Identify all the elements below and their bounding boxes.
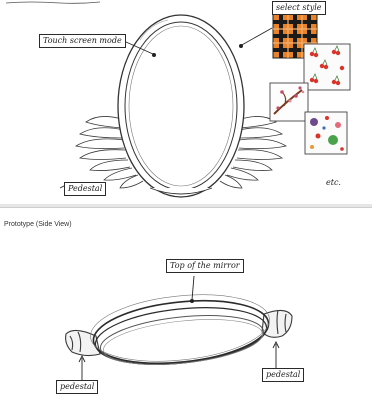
touch-screen-mode-label: Touch screen mode — [39, 34, 126, 48]
select-style-label: select style — [272, 1, 326, 15]
etc-label: etc. — [326, 178, 341, 187]
style-swatch-dots — [305, 112, 347, 154]
top-of-mirror-label: Top of the mirror — [166, 259, 244, 273]
select-style-leader-line — [240, 28, 272, 46]
front-view-sketch — [0, 0, 372, 205]
mirror-oval — [118, 15, 244, 197]
front-view-panel: Touch screen mode select style Pedestal … — [0, 0, 372, 206]
side-view-panel: Prototype (Side View) — [0, 207, 372, 406]
style-swatch-branch — [270, 83, 308, 121]
mirror-ring — [87, 287, 273, 372]
side-view-sketch — [0, 208, 372, 406]
pedestal-right-label: pedestal — [262, 368, 304, 382]
top-of-mirror-leader-dot — [190, 299, 193, 302]
style-swatch-cherries — [304, 44, 350, 90]
pedestal-base — [150, 188, 212, 194]
pedestal-left-label: pedestal — [56, 380, 98, 394]
top-of-mirror-leader-line — [192, 276, 194, 300]
cropped-header-scribble — [6, 2, 100, 3]
right-pedestal-wing — [262, 310, 292, 337]
pedestal-label: Pedestal — [64, 182, 106, 196]
select-style-leader-dot — [239, 44, 242, 47]
touch-screen-leader-dot — [152, 53, 155, 56]
